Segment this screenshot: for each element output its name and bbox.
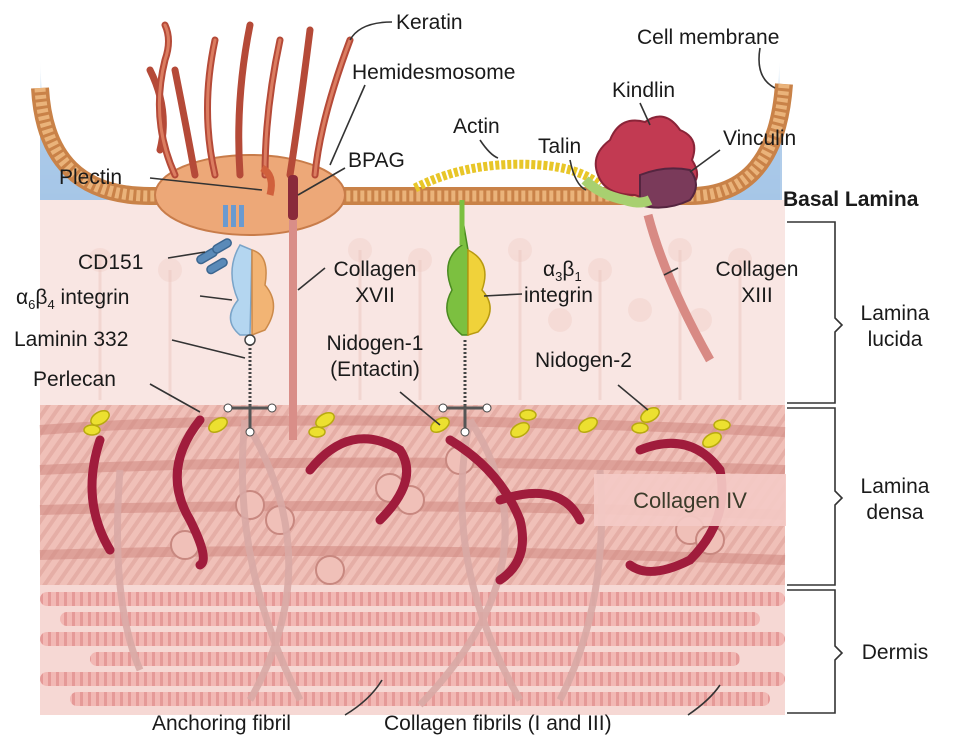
label-vinculin: Vinculin [723, 127, 796, 150]
label-actin: Actin [453, 115, 500, 138]
label-lamina-lucida-2: lucida [868, 328, 923, 351]
a6b4-integrin-alpha [230, 245, 252, 335]
bpag [288, 175, 298, 220]
label-cell-membrane: Cell membrane [637, 26, 779, 49]
label-plectin: Plectin [59, 166, 122, 189]
label-kindlin: Kindlin [612, 79, 675, 102]
label-a6b4-integrin: α6β4 integrin [16, 286, 129, 312]
label-a3b1-integrin: integrin [524, 284, 593, 307]
label-nidogen-2: Nidogen-2 [535, 349, 632, 372]
label-nidogen-1-2: (Entactin) [330, 358, 420, 381]
label-collagen-xvii-2: XVII [355, 284, 395, 307]
label-dermis: Dermis [862, 641, 929, 664]
label-collagen-fibrils: Collagen fibrils (I and III) [384, 712, 612, 735]
label-anchoring-fibril: Anchoring fibril [152, 712, 291, 735]
label-basal-lamina: Basal Lamina [783, 188, 919, 211]
label-collagen-xvii: Collagen [334, 258, 417, 281]
label-keratin: Keratin [396, 11, 463, 34]
label-talin: Talin [538, 135, 581, 158]
label-nidogen-1: Nidogen-1 [327, 332, 424, 355]
label-perlecan: Perlecan [33, 368, 116, 391]
label-cd151: CD151 [78, 251, 143, 274]
label-lamina-densa: Lamina [861, 475, 930, 498]
label-collagen-xiii: Collagen [716, 258, 799, 281]
label-hemidesmosome: Hemidesmosome [352, 61, 515, 84]
collagen-iv-label: Collagen IV [633, 488, 747, 513]
label-laminin-332: Laminin 332 [14, 328, 128, 351]
label-bpag: BPAG [348, 149, 405, 172]
label-collagen-xiii-2: XIII [741, 284, 773, 307]
keratin-filaments [150, 25, 350, 175]
label-lamina-densa-2: densa [866, 501, 924, 524]
label-lamina-lucida: Lamina [861, 302, 930, 325]
region-brackets [787, 222, 842, 713]
